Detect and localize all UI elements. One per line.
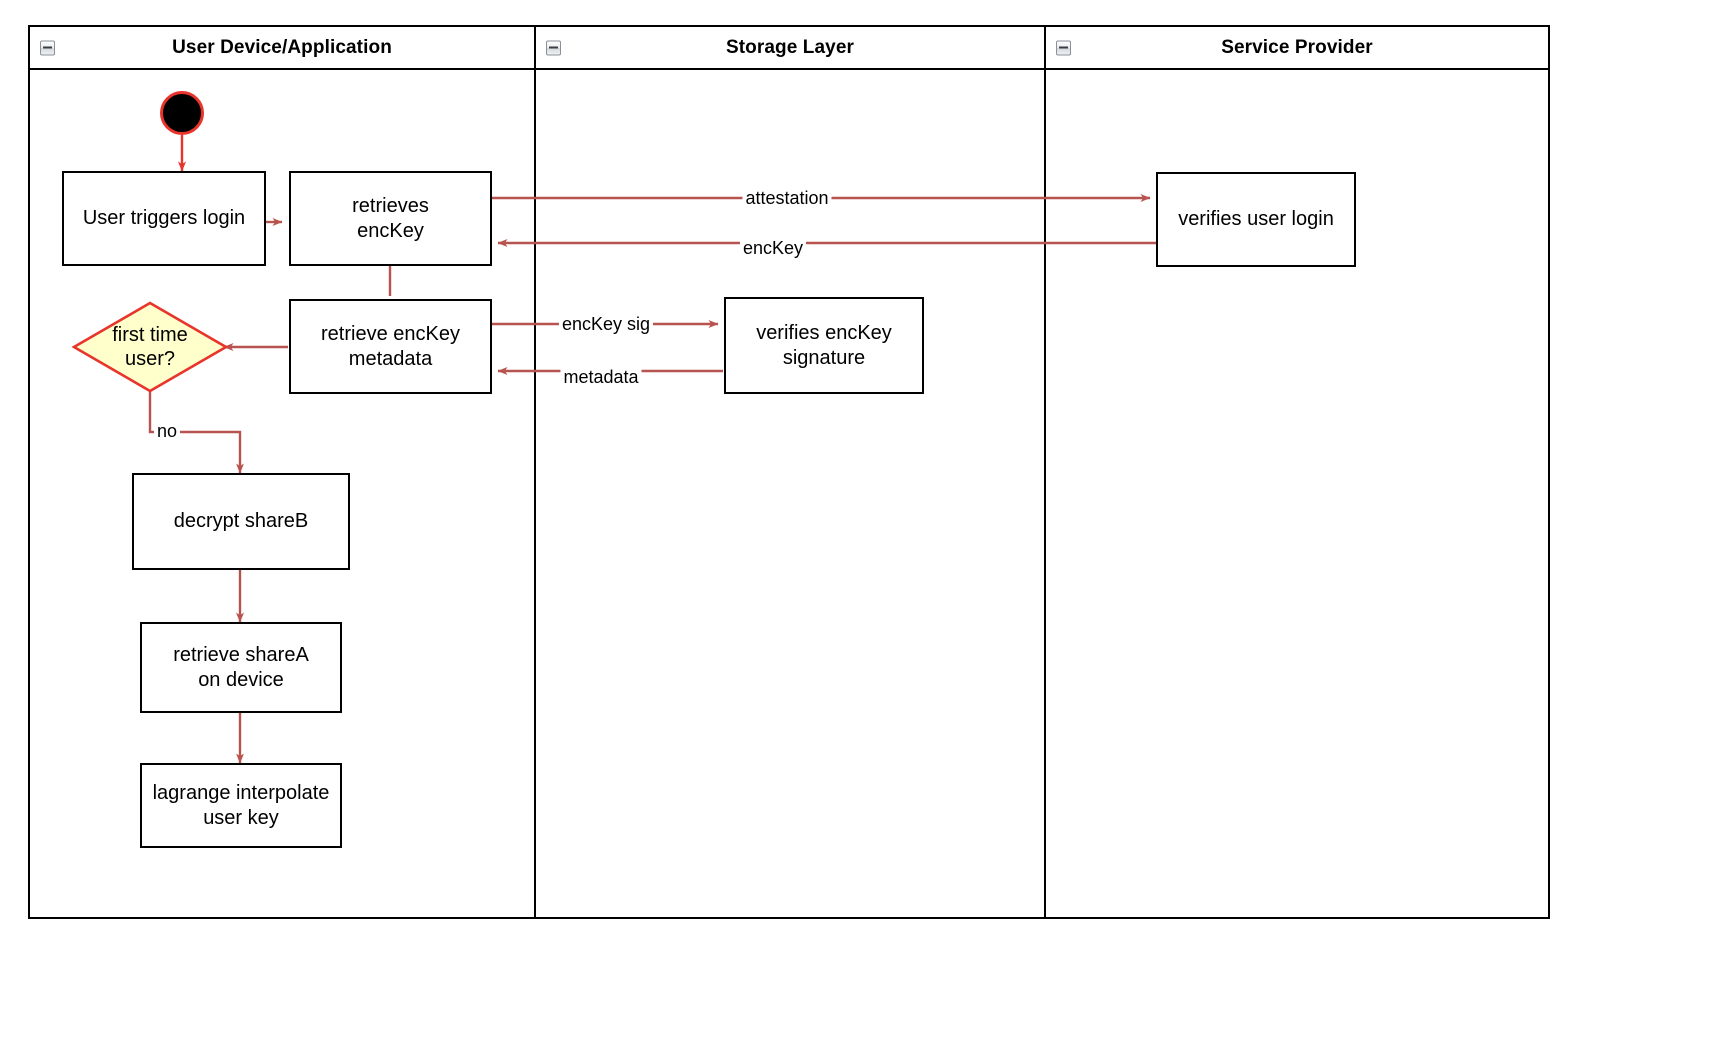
minus-collapse-icon[interactable] — [40, 40, 55, 55]
activity-retrieves-enckey[interactable]: retrieves encKey — [289, 171, 492, 266]
lane-title-service-provider: Service Provider — [1221, 36, 1373, 58]
edge-label-enckey: encKey — [739, 238, 807, 258]
activity-lagrange-interpolate[interactable]: lagrange interpolate user key — [140, 763, 342, 848]
lane-header-user-device[interactable]: User Device/Application — [30, 27, 534, 70]
lane-header-storage[interactable]: Storage Layer — [536, 27, 1044, 70]
lane-header-service-provider[interactable]: Service Provider — [1046, 27, 1548, 70]
minus-collapse-icon[interactable] — [546, 40, 561, 55]
edge-label-no: no — [153, 421, 181, 441]
decision-label: first time user? — [112, 324, 188, 370]
minus-collapse-icon[interactable] — [1056, 40, 1071, 55]
edge-label-attestation: attestation — [742, 188, 832, 208]
decision-first-time-user[interactable]: first time user? — [71, 301, 229, 393]
lane-service-provider[interactable]: Service Provider — [1044, 27, 1548, 917]
activity-retrieve-enckey-metadata[interactable]: retrieve encKey metadata — [289, 299, 492, 394]
edge-label-metadata: metadata — [560, 367, 642, 387]
activity-verifies-user-login[interactable]: verifies user login — [1156, 172, 1356, 267]
edge-label-enckey-sig: encKey sig — [558, 314, 654, 334]
lane-title-user-device: User Device/Application — [172, 36, 392, 58]
activity-verifies-enckey-signature[interactable]: verifies encKey signature — [724, 297, 924, 394]
activity-decrypt-shareb[interactable]: decrypt shareB — [132, 473, 350, 570]
start-node[interactable] — [160, 91, 204, 135]
activity-retrieve-sharea[interactable]: retrieve shareA on device — [140, 622, 342, 713]
lane-storage[interactable]: Storage Layer — [534, 27, 1044, 917]
lane-title-storage: Storage Layer — [725, 36, 855, 58]
activity-user-triggers-login[interactable]: User triggers login — [62, 171, 266, 266]
